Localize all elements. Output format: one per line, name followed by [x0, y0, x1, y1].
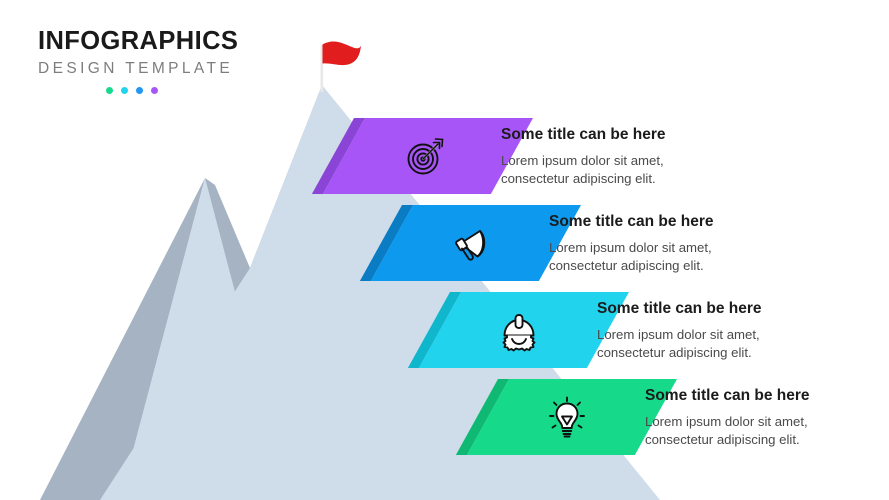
- logo-block: INFOGRAPHICS DESIGN TEMPLATE: [38, 27, 298, 95]
- step-title-4: Some title can be here: [645, 387, 810, 404]
- dot-cyan: [121, 87, 128, 95]
- step-text-3: Some title can be here Lorem ipsum dolor…: [597, 300, 762, 363]
- step-desc-4-line1: Lorem ipsum dolor sit amet,: [645, 413, 808, 429]
- lightbulb-icon: [543, 393, 591, 441]
- step-desc-2-line1: Lorem ipsum dolor sit amet,: [549, 239, 712, 255]
- step-desc-3-line2: consectetur adipiscing elit.: [597, 345, 752, 361]
- logo-subtitle: DESIGN TEMPLATE: [38, 59, 234, 77]
- step-title-3: Some title can be here: [597, 300, 762, 317]
- logo-dots: [106, 87, 298, 95]
- step-desc-1-line1: Lorem ipsum dolor sit amet,: [501, 152, 664, 168]
- step-text-4: Some title can be here Lorem ipsum dolor…: [645, 387, 810, 450]
- step-desc-1-line2: consectetur adipiscing elit.: [501, 171, 656, 187]
- step-title-1: Some title can be here: [501, 126, 666, 143]
- dot-blue: [136, 87, 143, 95]
- secondary-peak-shadow: [40, 178, 205, 500]
- step-text-1: Some title can be here Lorem ipsum dolor…: [501, 126, 666, 189]
- megaphone-icon: [447, 219, 495, 267]
- dot-purple: [151, 87, 158, 95]
- dot-green: [106, 87, 113, 95]
- step-desc-4-line2: consectetur adipiscing elit.: [645, 432, 800, 448]
- step-text-2: Some title can be here Lorem ipsum dolor…: [549, 213, 714, 276]
- step-desc-3-line1: Lorem ipsum dolor sit amet,: [597, 326, 760, 342]
- step-title-2: Some title can be here: [549, 213, 714, 230]
- logo-title: INFOGRAPHICS: [38, 27, 239, 55]
- step-desc-2-line2: consectetur adipiscing elit.: [549, 258, 704, 274]
- helmet-icon: [495, 306, 543, 354]
- flag-banner: [322, 41, 361, 66]
- target-icon: [402, 132, 450, 180]
- flag-pole: [320, 45, 324, 92]
